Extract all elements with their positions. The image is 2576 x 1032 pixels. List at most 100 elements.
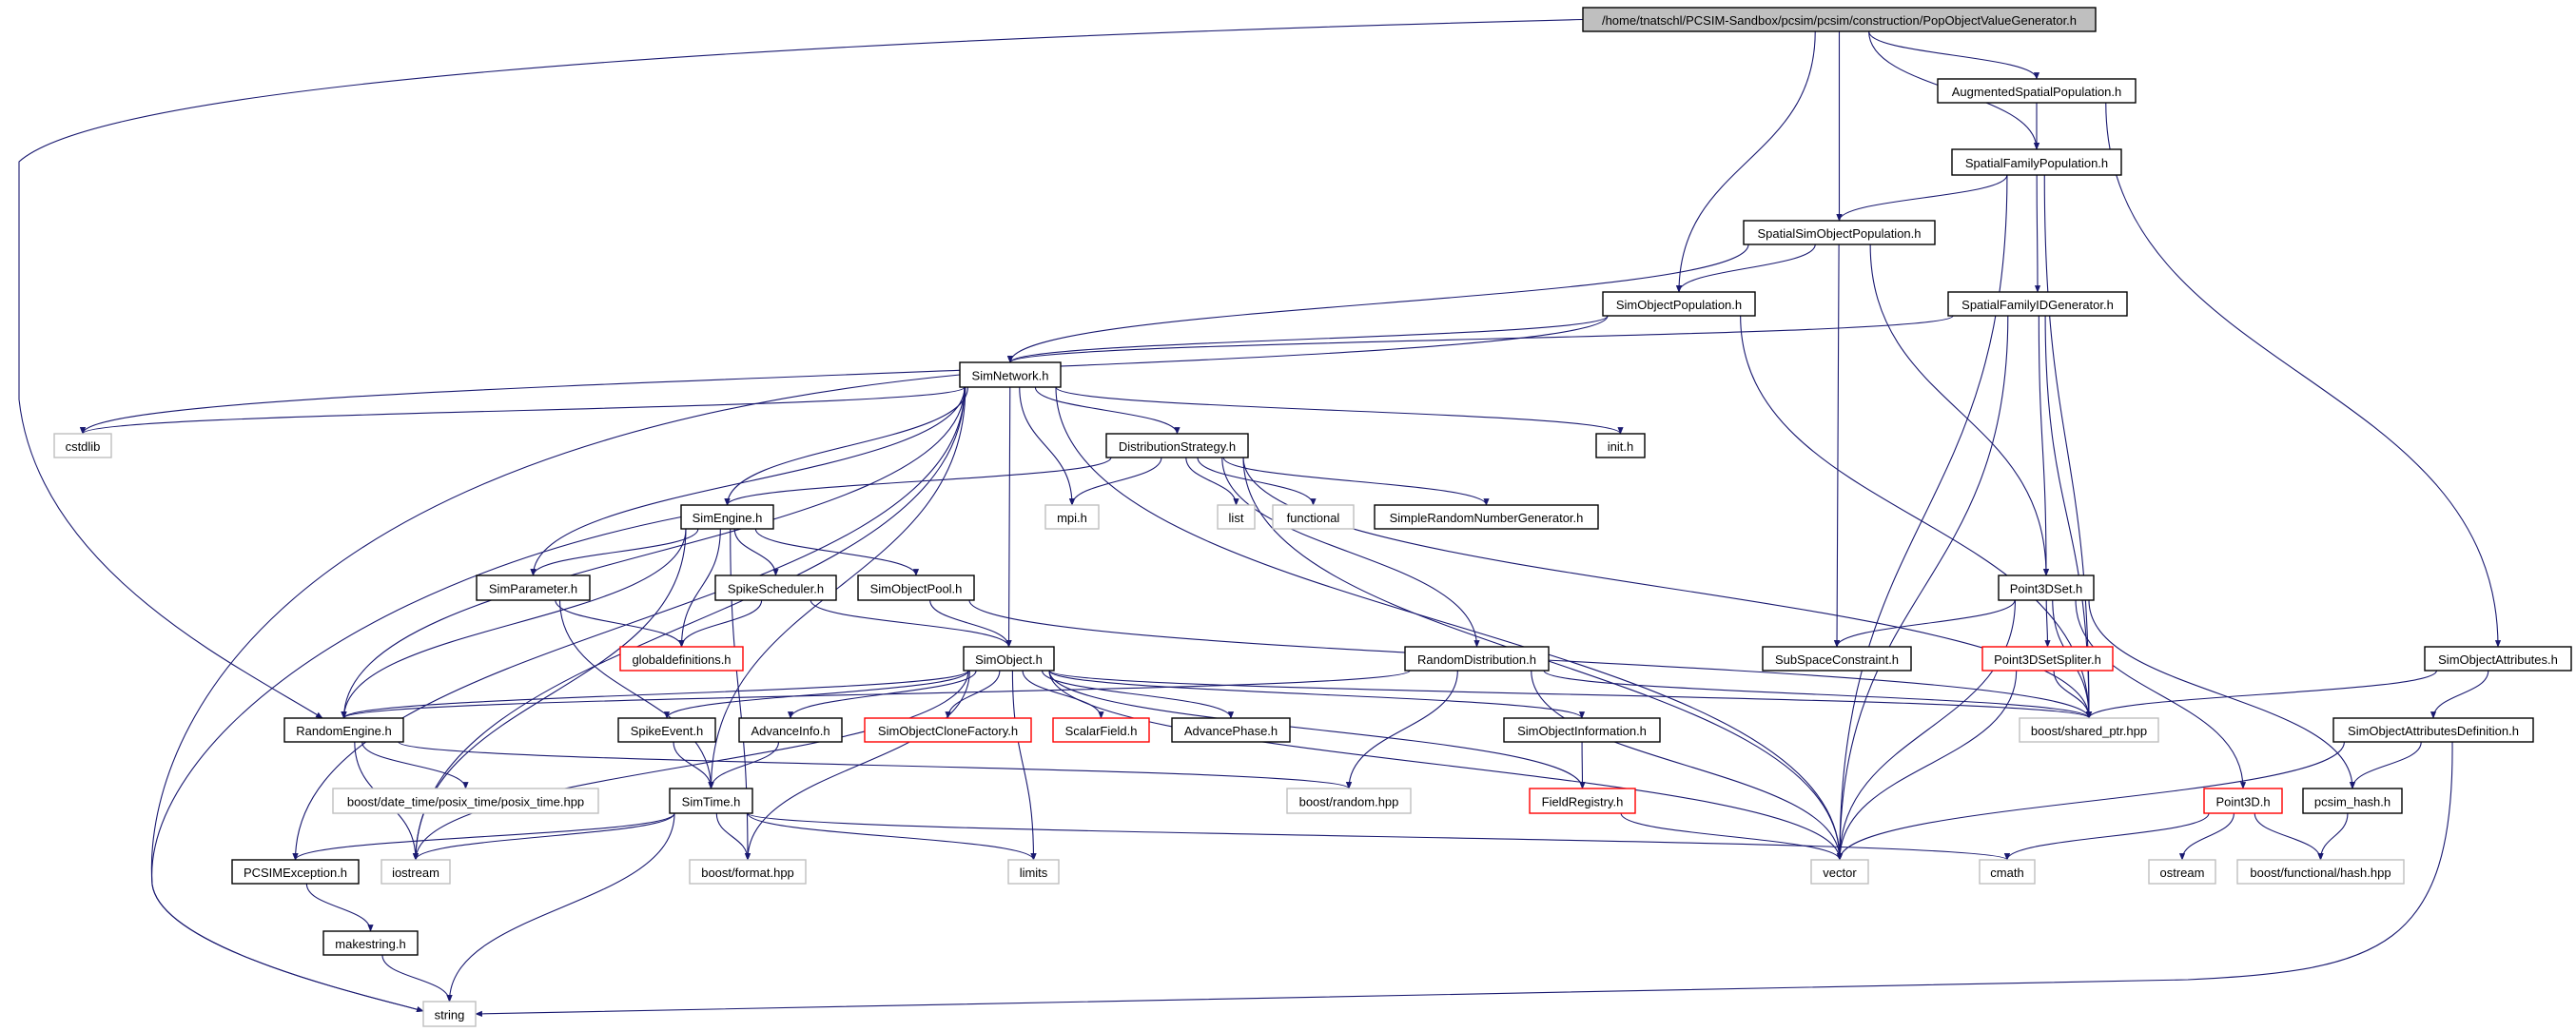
edge-diststrat-to-simplerng [1222,457,1490,506]
node-boostrandom[interactable]: boost/random.hpp [1286,788,1412,814]
node-box [2203,788,2283,814]
edge-attrdef-to-vector [1836,741,2345,861]
node-cstdlib[interactable]: cstdlib [53,433,112,458]
node-simtime[interactable]: SimTime.h [669,788,753,814]
node-box [1743,220,1936,245]
edge-layer [18,18,2502,1017]
node-sharedptr[interactable]: boost/shared_ptr.hpp [2019,717,2159,743]
edge-simnetwork-to-randomengine [341,386,966,719]
edge-simobject-to-simobjinfo [1048,670,1585,719]
edge-familyid-to-sharedptr [2044,315,2093,719]
edge-simnetwork-to-iostream [412,386,966,861]
node-simengine[interactable]: SimEngine.h [680,504,774,530]
node-simobject[interactable]: SimObject.h [963,646,1055,672]
node-box [476,574,591,601]
node-box [381,859,451,885]
node-box [1007,859,1060,885]
node-functional[interactable]: functional [1272,504,1355,530]
node-label: ostream [2160,866,2205,880]
node-spikeevent[interactable]: SpikeEvent.h [617,717,716,743]
node-box [864,717,1032,743]
node-randomdist[interactable]: RandomDistribution.h [1404,646,1550,672]
node-cmath[interactable]: cmath [1979,859,2036,885]
node-limits[interactable]: limits [1007,859,1060,885]
node-advancephase[interactable]: AdvancePhase.h [1171,717,1291,743]
edge-simnetwork-to-simengine [724,386,968,506]
edge-simtime-to-string [446,812,675,1003]
node-box [617,717,716,743]
edge-simnetwork-to-vector [1055,386,1844,861]
node-box [231,859,360,885]
edge-root-to-simobjpop [1675,30,1816,293]
node-spatialfamily[interactable]: SpatialFamilyPopulation.h [1951,148,2122,176]
node-label: SimObjectInformation.h [1517,724,1647,738]
node-box [53,433,112,458]
node-init[interactable]: init.h [1595,433,1646,458]
node-simparameter[interactable]: SimParameter.h [476,574,591,601]
node-spikescheduler[interactable]: SpikeScheduler.h [714,574,837,601]
node-simplerng[interactable]: SimpleRandomNumberGenerator.h [1374,504,1599,530]
node-diststrat[interactable]: DistributionStrategy.h [1105,433,1249,458]
edge-simobject-to-advancephase [1041,670,1235,719]
node-mpi[interactable]: mpi.h [1044,504,1100,530]
node-label: SubSpaceConstraint.h [1775,652,1899,667]
node-familyid[interactable]: SpatialFamilyIDGenerator.h [1947,291,2128,317]
node-simobjinfo[interactable]: SimObjectInformation.h [1503,717,1661,743]
node-posixtime[interactable]: boost/date_time/posix_time/posix_time.hp… [332,788,599,814]
edge-pcsimhash-to-boosthash [2317,812,2349,861]
node-scalarfield[interactable]: ScalarField.h [1052,717,1150,743]
edge-simobject-to-fieldregistry [1048,670,1586,789]
node-simobjpool[interactable]: SimObjectPool.h [857,574,975,601]
node-list[interactable]: list [1217,504,1256,530]
node-spatialsim[interactable]: SpatialSimObjectPopulation.h [1743,220,1936,245]
node-boosthash[interactable]: boost/functional/hash.hpp [2236,859,2405,885]
node-simnetwork[interactable]: SimNetwork.h [959,361,1062,388]
node-label: SimObjectPopulation.h [1616,298,1742,312]
node-label: mpi.h [1057,511,1087,525]
node-fieldregistry[interactable]: FieldRegistry.h [1529,788,1636,814]
node-root[interactable]: /home/tnatschl/PCSIM-Sandbox/pcsim/pcsim… [1582,7,2097,32]
node-label: FieldRegistry.h [1542,795,1624,809]
node-globaldefs[interactable]: globaldefinitions.h [619,646,744,672]
node-vector[interactable]: vector [1810,859,1869,885]
edge-spikescheduler-to-globaldefs [678,599,763,648]
node-string[interactable]: string [422,1001,477,1027]
node-spliter[interactable]: Point3DSetSpliter.h [1981,646,2114,672]
edge-simengine-to-globaldefs [678,528,721,648]
node-ostream[interactable]: ostream [2148,859,2216,885]
edge-simnetwork-to-simparameter [530,386,966,576]
node-simobjattr[interactable]: SimObjectAttributes.h [2424,646,2572,672]
edge-simtime-to-boostformat [715,812,751,861]
edge-point3d-to-cmath [2003,812,2210,861]
node-simobjpop[interactable]: SimObjectPopulation.h [1602,291,1756,317]
edge-simnetwork-to-pcsimexception [292,386,966,861]
node-box [1602,291,1756,317]
node-pcsimexception[interactable]: PCSIMException.h [231,859,360,885]
node-box [1762,646,1912,672]
edge-spatialsim-to-subspace [1833,243,1841,648]
node-label: boost/shared_ptr.hpp [2031,724,2147,738]
node-layer: /home/tnatschl/PCSIM-Sandbox/pcsim/pcsim… [53,7,2572,1027]
node-randomengine[interactable]: RandomEngine.h [283,717,404,743]
node-point3dset[interactable]: Point3DSet.h [1998,574,2095,601]
node-label: SpatialSimObjectPopulation.h [1758,226,1922,241]
node-boostformat[interactable]: boost/format.hpp [689,859,807,885]
edge-spliter-to-vector [1836,670,2018,861]
edge-simobject-to-scalarfield [1022,670,1104,719]
node-makestring[interactable]: makestring.h [322,930,419,956]
node-attrdef[interactable]: SimObjectAttributesDefinition.h [2332,717,2534,743]
edge-point3dset-to-subspace [1833,599,2016,648]
edge-randomengine-to-boostrandom [398,741,1352,789]
node-advanceinfo[interactable]: AdvanceInfo.h [738,717,843,743]
node-pcsimhash[interactable]: pcsim_hash.h [2302,788,2403,814]
node-label: SimpleRandomNumberGenerator.h [1390,511,1584,525]
node-point3d[interactable]: Point3D.h [2203,788,2283,814]
node-box [322,930,419,956]
node-subspace[interactable]: SubSpaceConstraint.h [1762,646,1912,672]
edge-simobject-to-sharedptr [1048,670,2092,719]
node-iostream[interactable]: iostream [381,859,451,885]
edge-augmented-to-simobjattr [2105,102,2502,648]
edge-spatialfamily-to-sharedptr [2043,174,2093,719]
node-augmented[interactable]: AugmentedSpatialPopulation.h [1937,78,2137,104]
node-clonefactory[interactable]: SimObjectCloneFactory.h [864,717,1032,743]
